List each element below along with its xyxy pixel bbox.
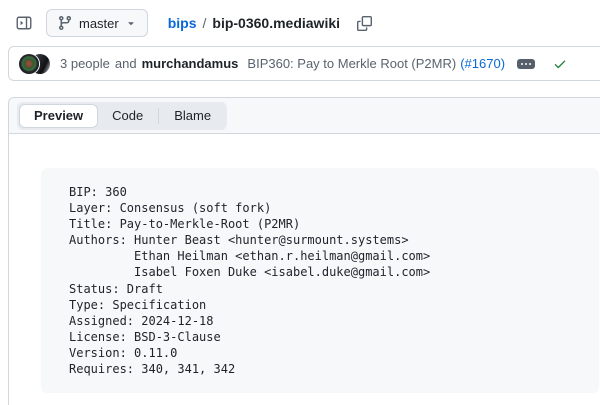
file-view-toolbar: Preview Code Blame xyxy=(9,98,600,134)
tab-blame[interactable]: Blame xyxy=(160,104,225,128)
file-nav-bar: master bips / bip-0360.mediawiki xyxy=(0,0,600,46)
breadcrumb: bips / bip-0360.mediawiki xyxy=(168,11,376,35)
commit-author-link[interactable]: murchandamus xyxy=(141,56,239,71)
bip-preamble-text: BIP: 360 Layer: Consensus (soft fork) Ti… xyxy=(69,185,431,377)
branch-selector-button[interactable]: master xyxy=(46,9,148,37)
git-branch-icon xyxy=(58,16,71,31)
tab-code[interactable]: Code xyxy=(98,104,157,128)
breadcrumb-separator: / xyxy=(202,15,207,31)
copy-icon xyxy=(356,15,372,31)
contributors-link[interactable]: 3 people xyxy=(60,56,110,71)
bip-preamble-block: BIP: 360 Layer: Consensus (soft fork) Ti… xyxy=(41,168,599,393)
commit-message[interactable]: BIP360: Pay to Merkle Root (P2MR) xyxy=(247,56,457,71)
copy-path-button[interactable] xyxy=(352,11,376,35)
rendered-preview: BIP: 360 Layer: Consensus (soft fork) Ti… xyxy=(9,134,600,405)
breadcrumb-repo-link[interactable]: bips xyxy=(167,15,197,31)
commit-description-toggle[interactable] xyxy=(517,58,536,69)
latest-commit-bar: 3 people and murchandamus BIP360: Pay to… xyxy=(8,46,600,81)
check-icon xyxy=(554,60,566,68)
commit-attribution: 3 people and murchandamus BIP360: Pay to… xyxy=(60,56,505,71)
expand-file-tree-button[interactable] xyxy=(10,9,38,37)
tab-preview[interactable]: Preview xyxy=(19,103,99,128)
chevron-down-icon xyxy=(127,22,134,26)
expand-file-tree-icon xyxy=(16,16,32,30)
contributor-avatars[interactable] xyxy=(19,53,51,74)
commit-checks-status[interactable] xyxy=(553,57,567,71)
file-content-panel: Preview Code Blame BIP: 360 Layer: Conse… xyxy=(8,97,600,405)
branch-name: master xyxy=(79,15,119,31)
ellipsis-icon xyxy=(521,62,524,65)
breadcrumb-file-name: bip-0360.mediawiki xyxy=(212,15,341,31)
tab-divider xyxy=(158,107,160,124)
and-text: and xyxy=(114,56,137,71)
pr-link[interactable]: (#1670) xyxy=(460,56,506,71)
avatar xyxy=(19,53,39,74)
view-mode-tabs: Preview Code Blame xyxy=(17,101,228,130)
